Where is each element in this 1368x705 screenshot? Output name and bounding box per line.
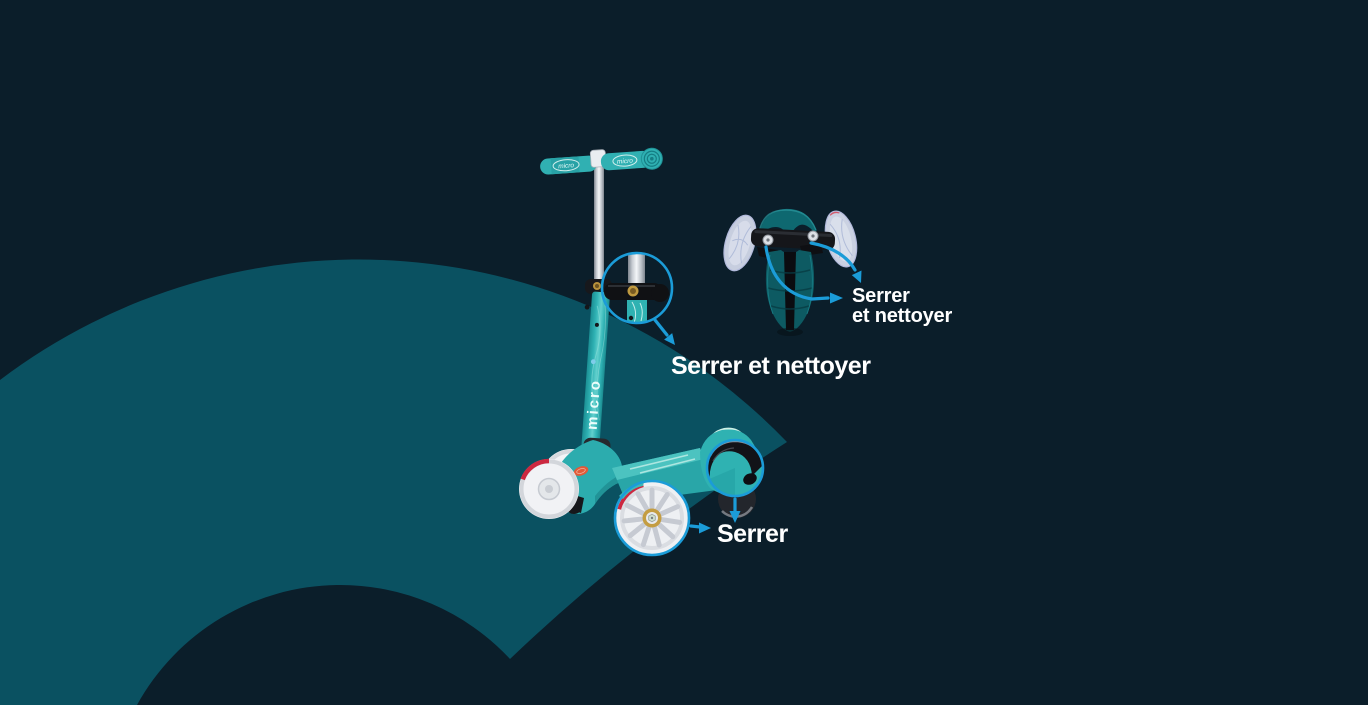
clamp-zoom-circle [600,251,674,325]
front-axle-label: Serrer et nettoyer [852,286,952,326]
grip-right [600,150,651,171]
stem-brand-logo: micro [584,378,605,430]
front-axle-label-line2: et nettoyer [852,305,953,327]
front-axle-inset-photo [723,208,862,336]
inset-left-wheel [723,214,757,272]
grip-left-logo: micro [558,162,575,170]
brake-arrow-icon [729,497,741,523]
axle-arrow-left-icon [764,245,843,304]
clamp-arrow-icon [653,318,675,345]
wheel-label: Serrer [717,520,788,548]
inset-right-bolt [807,230,819,242]
axle-arrow-right-icon [809,241,862,283]
front-wheel-near [519,458,579,519]
scooter-pole [594,156,604,292]
grip-right-logo: micro [617,158,634,166]
front-axle-label-line1: Serrer [852,285,910,307]
wheel-zoom-circle [613,479,691,557]
wheel-arrow-icon [689,522,711,534]
scooter-handlebar: micro micro [540,147,663,175]
clamp-label: Serrer et nettoyer [671,352,871,380]
inset-left-bolt [762,234,774,246]
inset-fender [758,208,819,241]
